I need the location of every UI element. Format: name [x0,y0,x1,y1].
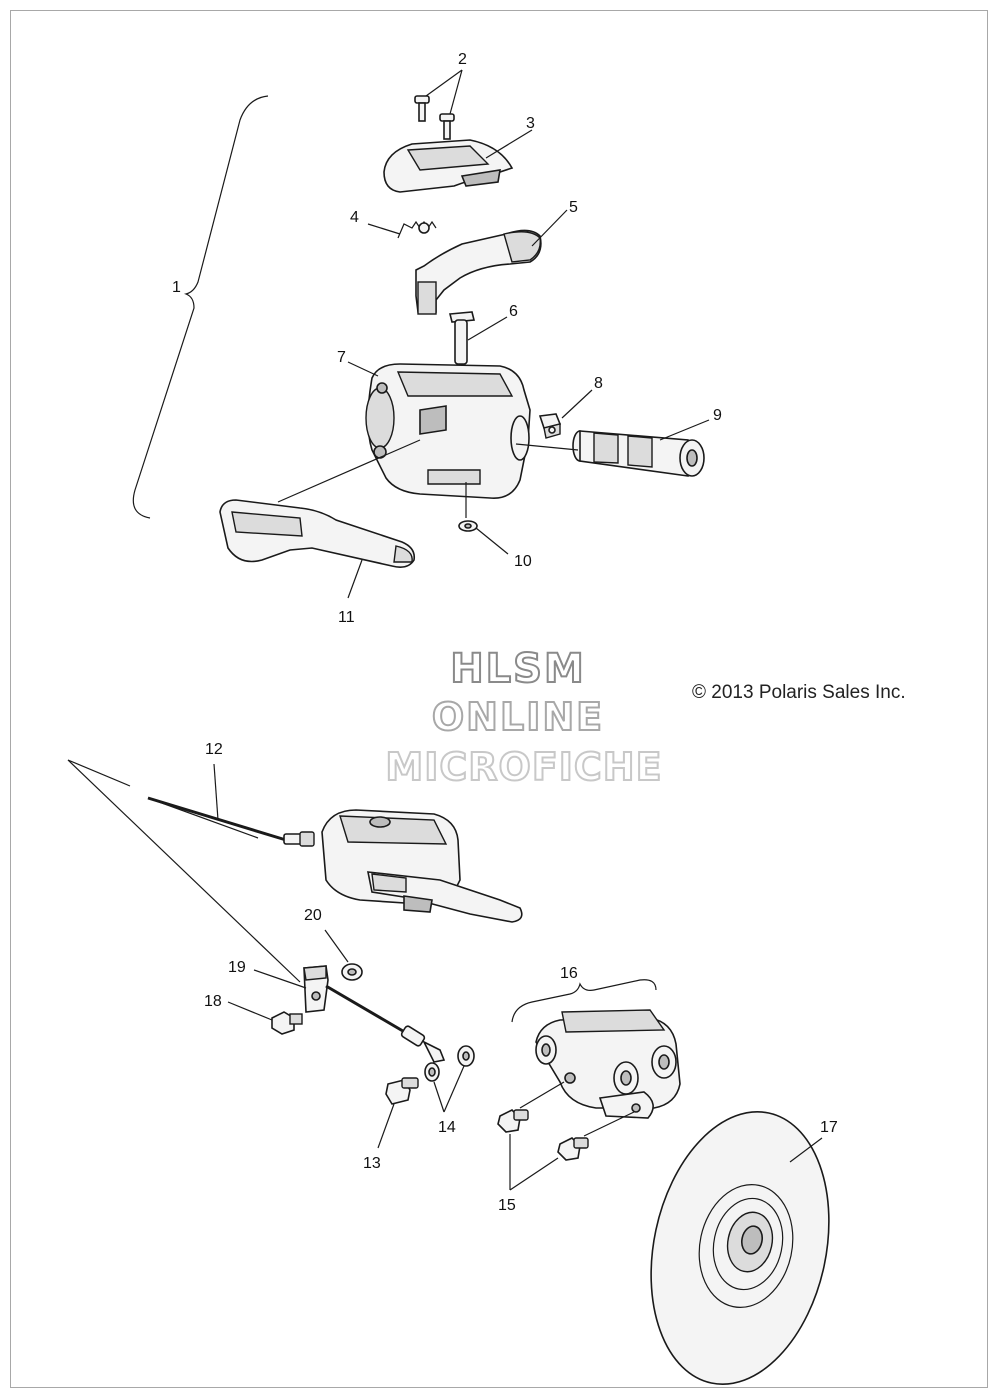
part-block [538,413,562,439]
callout-2: 2 [458,51,467,68]
part-crush-washers [424,1045,475,1082]
callout-16: 16 [560,965,578,982]
part-washer-small [458,520,478,532]
caliper-brace [511,979,657,1023]
callout-10: 10 [514,553,532,570]
callout-14: 14 [438,1119,456,1136]
callout-19: 19 [228,959,246,976]
part-caliper [535,1009,681,1119]
part-pin [448,311,476,365]
page-border [10,10,988,1388]
callout-17: 17 [820,1119,838,1136]
part-brake-disc [650,1111,830,1385]
part-housing [365,363,531,499]
part-master-cylinder-assembled [321,809,523,923]
callout-9: 9 [713,407,722,424]
part-grip-sleeve [572,430,705,477]
part-bolt-bracket [271,1011,303,1035]
part-brake-lever [219,499,416,568]
copyright-notice: © 2013 Polaris Sales Inc. [692,682,906,703]
part-cover [383,139,514,193]
callout-6: 6 [509,303,518,320]
part-nut [341,963,363,981]
callout-1: 1 [172,279,181,296]
part-banjo-bolt [385,1077,419,1105]
part-bracket [303,965,329,1013]
callout-13: 13 [363,1155,381,1172]
callout-4: 4 [350,209,359,226]
callout-8: 8 [594,375,603,392]
callout-20: 20 [304,907,322,924]
part-lever [415,229,542,315]
assembly-brace [132,95,269,519]
callout-12: 12 [205,741,223,758]
watermark-microfiche: MICROFICHE [385,745,662,789]
callout-3: 3 [526,115,535,132]
callout-15: 15 [498,1197,516,1214]
callout-7: 7 [337,349,346,366]
part-caliper-bolts [497,1109,589,1161]
part-spring [397,220,437,239]
watermark-online: ONLINE [432,695,604,739]
part-brake-line [147,796,315,847]
part-brake-hose [325,984,446,1063]
callout-11: 11 [338,609,355,626]
part-screws [414,95,455,140]
callout-5: 5 [569,199,578,216]
callout-18: 18 [204,993,222,1010]
watermark-hlsm: HLSM [450,646,586,692]
